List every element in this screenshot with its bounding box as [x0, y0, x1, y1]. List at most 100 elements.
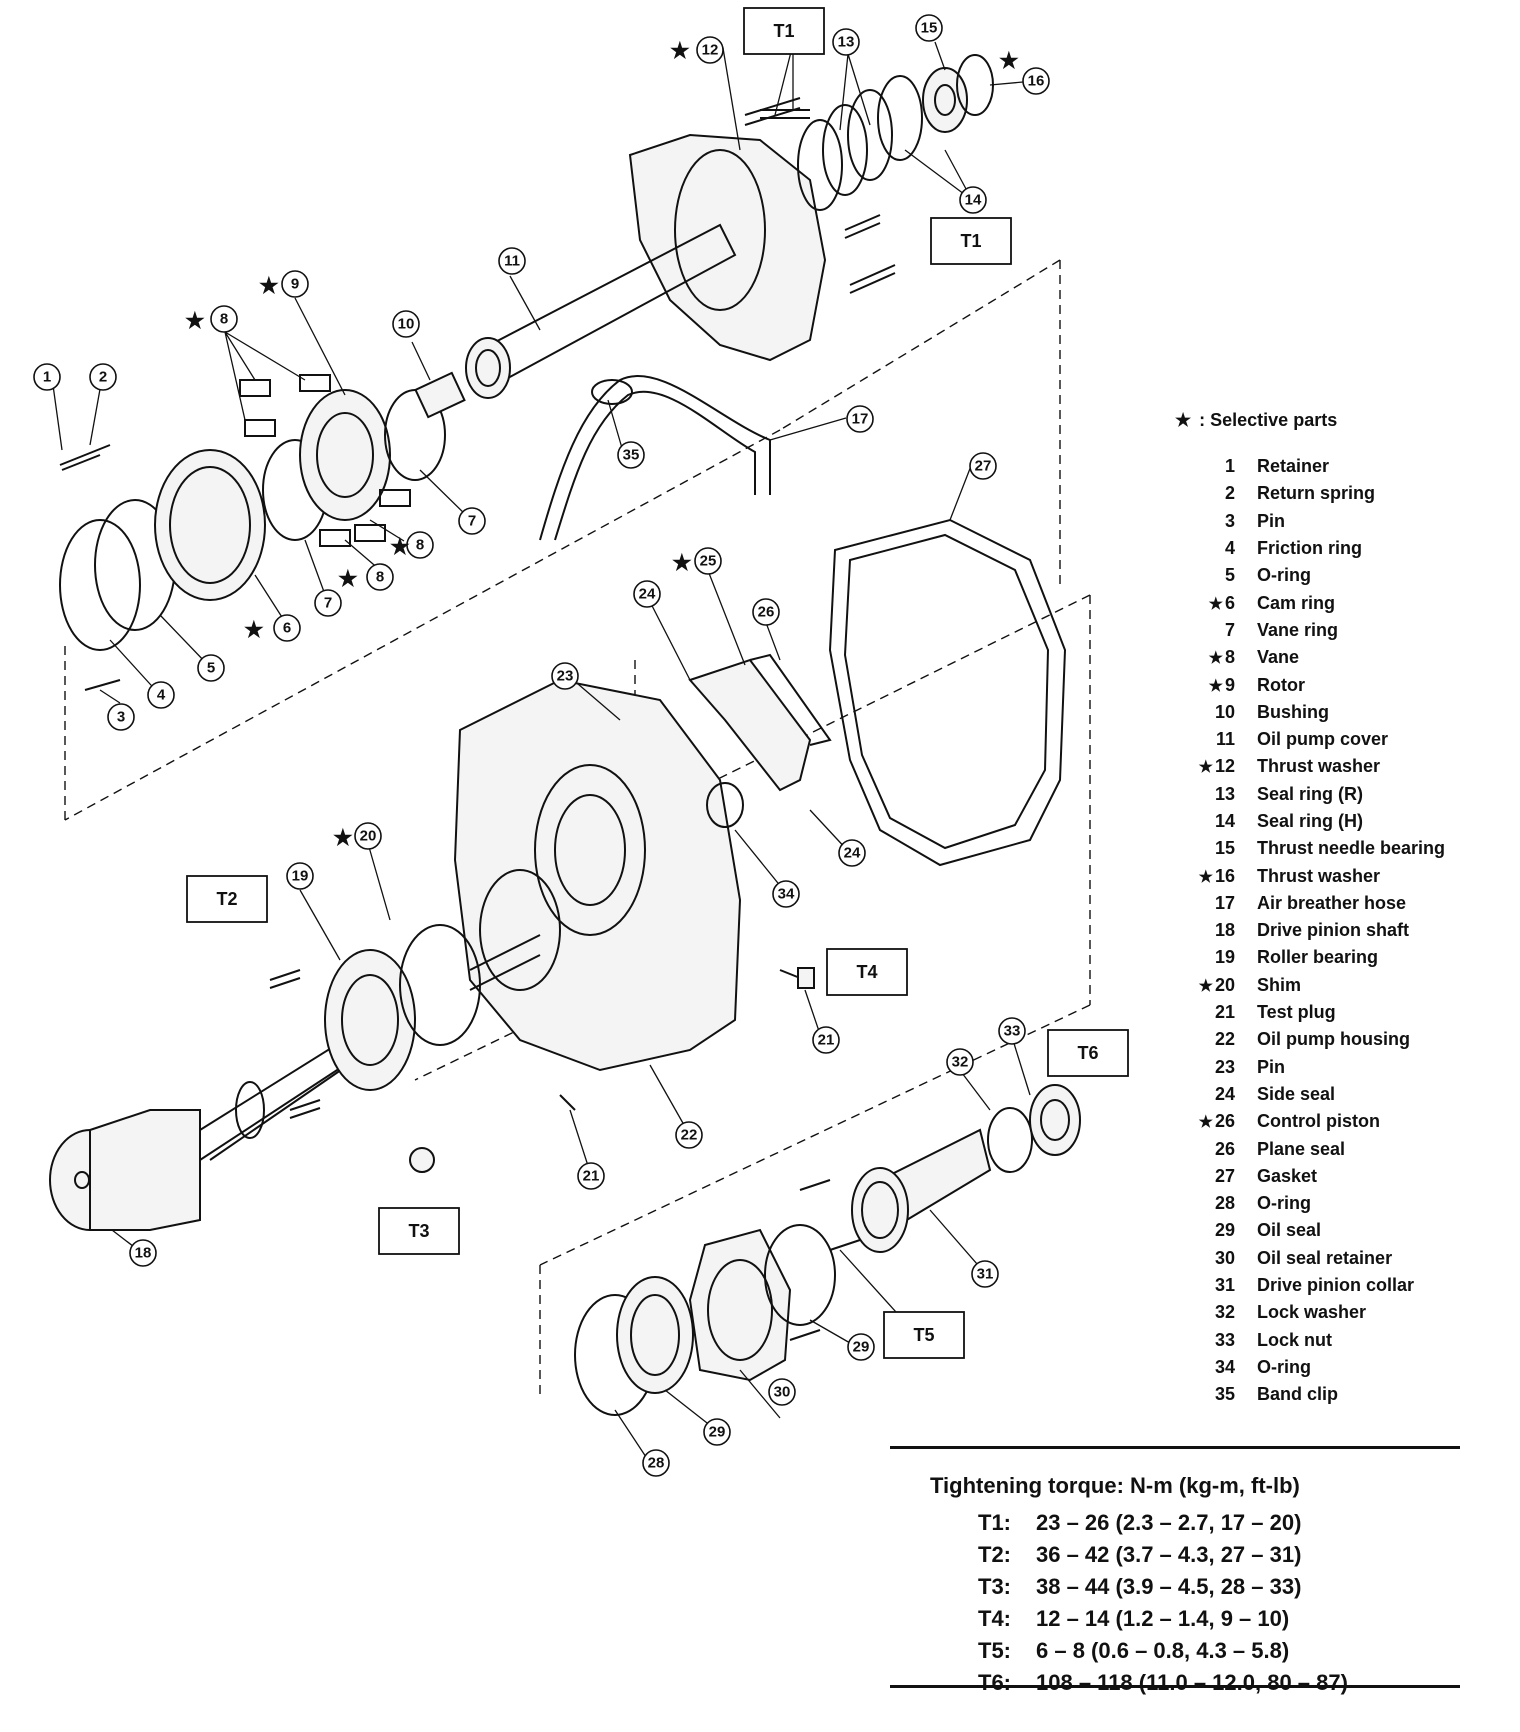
air-breather-hose-part — [539, 374, 771, 541]
svg-text:19: 19 — [292, 868, 309, 885]
part-number: 22 — [1175, 1029, 1257, 1050]
parts-list-item: 15 Thrust needle bearing — [1175, 835, 1495, 862]
torque-key: T1: — [978, 1510, 1011, 1535]
part-name: Thrust washer — [1257, 865, 1381, 886]
part-number-value: 15 — [1214, 838, 1235, 859]
part-number: 14 — [1175, 811, 1257, 832]
svg-text:3: 3 — [117, 709, 125, 726]
part-number: 26 — [1175, 1139, 1257, 1160]
svg-text:11: 11 — [504, 253, 520, 270]
part-name: Thrust needle bearing — [1257, 838, 1446, 859]
svg-text:35: 35 — [623, 447, 640, 464]
rotor-cam-cluster-part — [59, 371, 466, 691]
part-number: ★12 — [1175, 756, 1257, 777]
callout-28: 28 — [642, 1449, 670, 1477]
svg-text:5: 5 — [207, 660, 215, 677]
svg-text:25: 25 — [700, 553, 717, 570]
torque-box-t2: T2 — [186, 875, 268, 923]
callout-32: 32 — [946, 1048, 974, 1076]
svg-text:7: 7 — [468, 513, 476, 530]
svg-text:26: 26 — [758, 604, 775, 621]
drive-pinion-shaft-part — [49, 924, 541, 1231]
part-number-value: 10 — [1214, 701, 1235, 722]
svg-text:2: 2 — [99, 369, 107, 386]
part-number: 29 — [1175, 1220, 1257, 1241]
selective-star-icon: ★ — [1198, 1114, 1213, 1132]
svg-text:21: 21 — [583, 1168, 600, 1185]
torque-key: T2: — [978, 1542, 1011, 1567]
torque-box-t5: T5 — [883, 1311, 965, 1359]
part-name: Oil pump cover — [1257, 729, 1389, 750]
svg-text:18: 18 — [135, 1245, 152, 1262]
gasket-part — [828, 518, 1067, 867]
svg-text:34: 34 — [778, 886, 795, 903]
callout-21-right: 21 — [812, 1026, 840, 1054]
selective-star-9: ★ — [259, 273, 279, 298]
part-number: ★9 — [1175, 675, 1257, 696]
callout-10: 10 — [392, 310, 420, 338]
part-name: Drive pinion collar — [1257, 1275, 1415, 1296]
part-number: 28 — [1175, 1193, 1257, 1214]
svg-text:17: 17 — [852, 411, 869, 428]
svg-text:20: 20 — [360, 828, 377, 845]
torque-title: Tightening torque: N-m (kg-m, ft-lb) — [930, 1473, 1300, 1498]
part-number-value: 3 — [1224, 510, 1235, 531]
torque-row: T2:36 – 42 (3.7 – 4.3, 27 – 31) — [978, 1539, 1460, 1571]
callout-19: 19 — [286, 862, 314, 890]
part-name: Oil pump housing — [1257, 1029, 1410, 1050]
part-number-value: 14 — [1214, 811, 1235, 831]
oil-pump-housing-part — [453, 678, 742, 1072]
svg-text:T1: T1 — [773, 21, 794, 41]
callout-3: 3 — [107, 703, 135, 731]
parts-list-item: 23 Pin — [1175, 1054, 1495, 1081]
selective-star-8-right: ★ — [390, 534, 410, 559]
part-name: Shim — [1257, 974, 1302, 995]
part-number: 4 — [1175, 538, 1257, 559]
torque-rows: T1:23 – 26 (2.3 – 2.7, 17 – 20)T2:36 – 4… — [890, 1507, 1460, 1699]
torque-row: T4:12 – 14 (1.2 – 1.4, 9 – 10) — [978, 1603, 1460, 1635]
part-number: 18 — [1175, 920, 1257, 941]
part-number-value: 16 — [1214, 865, 1235, 886]
part-name: O-ring — [1257, 565, 1311, 586]
torque-box-t3: T3 — [378, 1207, 460, 1255]
part-number: 19 — [1175, 947, 1257, 968]
part-number-value: 24 — [1214, 1083, 1235, 1104]
oil-seal-retainer-part — [574, 1179, 861, 1416]
svg-text:10: 10 — [398, 316, 415, 333]
svg-text:29: 29 — [709, 1424, 726, 1441]
part-name: Pin — [1257, 1056, 1286, 1077]
callout-17: 17 — [846, 405, 874, 433]
part-number-value: 7 — [1224, 619, 1235, 640]
callout-18: 18 — [129, 1239, 157, 1267]
part-number-value: 31 — [1214, 1275, 1235, 1296]
callout-20: 20 — [354, 822, 382, 850]
svg-text:15: 15 — [921, 20, 938, 37]
part-number-value: 29 — [1214, 1220, 1235, 1241]
selective-star-25: ★ — [672, 550, 692, 575]
selective-star-20: ★ — [333, 825, 353, 850]
callout-7-upper: 7 — [458, 507, 486, 535]
part-number-value: 23 — [1214, 1056, 1235, 1077]
svg-text:T3: T3 — [408, 1221, 429, 1241]
part-number-value: 33 — [1214, 1329, 1235, 1350]
part-number: 3 — [1175, 511, 1257, 532]
part-name: Friction ring — [1257, 538, 1362, 559]
part-name: Seal ring (R) — [1257, 783, 1364, 804]
callout-24-bottom: 24 — [838, 839, 866, 867]
torque-row: T5:6 – 8 (0.6 – 0.8, 4.3 – 5.8) — [978, 1635, 1460, 1667]
part-number-value: 21 — [1214, 1002, 1235, 1023]
selective-star-icon: ★ — [1198, 868, 1213, 886]
